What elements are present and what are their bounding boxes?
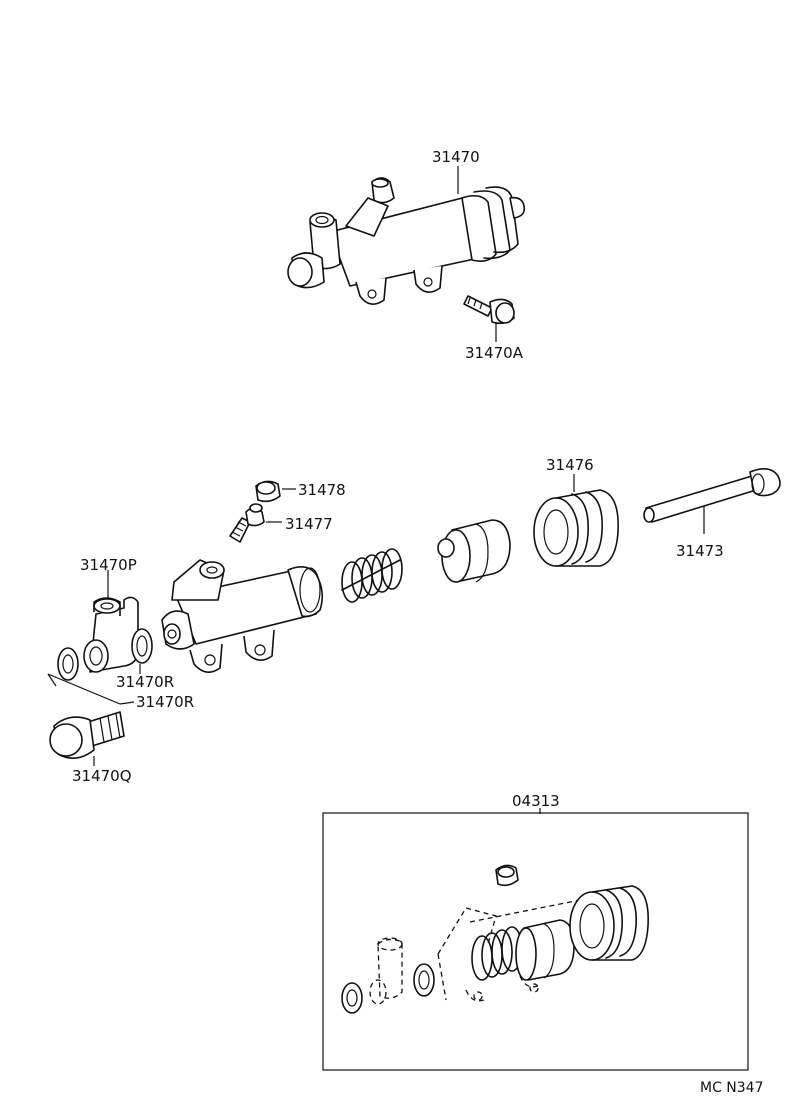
piston-spring[interactable] xyxy=(341,548,403,603)
clutch-release-cylinder-assembly[interactable] xyxy=(287,177,526,305)
label-31470Q: 31470Q xyxy=(72,767,132,785)
bleeder-cap[interactable] xyxy=(255,480,281,503)
mounting-bolt[interactable] xyxy=(463,295,515,325)
gasket-outer[interactable] xyxy=(57,647,79,681)
push-rod[interactable] xyxy=(643,468,781,523)
label-31470P: 31470P xyxy=(80,556,137,574)
label-31470R-inner: 31470R xyxy=(116,673,174,691)
label-31473: 31473 xyxy=(676,542,724,560)
label-31476: 31476 xyxy=(546,456,594,474)
union-bolt[interactable] xyxy=(49,711,125,759)
gasket-inner[interactable] xyxy=(131,628,153,664)
label-31478: 31478 xyxy=(298,481,346,499)
cylinder-body[interactable] xyxy=(161,559,324,673)
label-31470A: 31470A xyxy=(465,344,524,362)
bleeder-plug[interactable] xyxy=(229,503,265,543)
label-31470R-outer: 31470R xyxy=(136,693,194,711)
cylinder-boot[interactable] xyxy=(533,489,619,567)
piston[interactable] xyxy=(437,519,511,583)
drawing-code: MC N347 xyxy=(700,1080,764,1096)
union-fitting[interactable] xyxy=(83,596,139,673)
label-04313: 04313 xyxy=(512,792,560,810)
label-31470: 31470 xyxy=(432,148,480,166)
label-31477: 31477 xyxy=(285,515,333,533)
repair-kit-parts[interactable] xyxy=(341,864,649,1014)
repair-kit-frame xyxy=(322,812,749,1071)
